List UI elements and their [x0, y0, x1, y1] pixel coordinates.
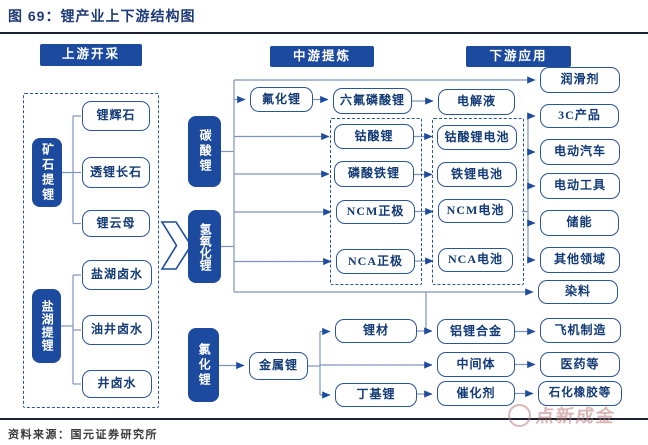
watermark-text: 点新成金 [534, 406, 617, 426]
node-catalyst: 催化剂 [437, 381, 515, 406]
node-lfp: 磷酸铁锂 [334, 161, 414, 187]
node-spodumene: 锂辉石 [82, 101, 150, 131]
node-butyllithium: 丁基锂 [335, 383, 417, 407]
node-power-tools: 电动工具 [540, 173, 620, 199]
node-intermediate: 中间体 [437, 352, 515, 377]
upstream-group-frame [23, 93, 159, 408]
node-lithium-chloride: 氯化锂 [188, 328, 219, 402]
node-nca-battery: NCA电池 [438, 248, 513, 272]
node-petrochemical-rubber: 石化橡胶等 [538, 381, 622, 406]
watermark: 点新成金 [508, 402, 617, 428]
node-dye: 染料 [538, 280, 618, 304]
header-upstream: 上游开采 [40, 44, 142, 66]
node-lco: 钴酸锂 [334, 124, 414, 149]
node-nca-cathode: NCA正极 [336, 249, 415, 274]
node-salt-lake-brine: 盐湖卤水 [82, 260, 152, 290]
node-brine-extraction: 盐湖提锂 [32, 289, 61, 363]
node-energy-storage: 储能 [540, 210, 619, 236]
node-lithium-carbonate: 碳酸锂 [188, 116, 221, 187]
node-3c-products: 3C产品 [540, 104, 619, 128]
source-note: 资料来源：国元证券研究所 [8, 429, 158, 441]
node-lco-battery: 钴酸锂电池 [437, 125, 517, 150]
node-ore-extraction: 矿石提锂 [32, 138, 62, 207]
node-oil-well-brine: 油井卤水 [82, 315, 152, 345]
node-other-fields: 其他领域 [540, 247, 620, 273]
node-ev: 电动汽车 [540, 139, 620, 165]
top-rule [0, 32, 648, 34]
figure-title: 图 69：锂产业上下游结构图 [8, 8, 196, 24]
node-aircraft: 飞机制造 [540, 318, 621, 343]
node-ncm-battery: NCM电池 [438, 199, 513, 223]
node-petalite: 透锂长石 [82, 157, 150, 188]
node-lithium-fluoride: 氟化锂 [250, 87, 313, 112]
node-lithium-hydroxide: 氢氧化锂 [188, 210, 221, 283]
node-pharma: 医药等 [540, 352, 620, 377]
header-downstream: 下游应用 [466, 46, 571, 67]
cathode-group-frame [330, 118, 422, 285]
node-lepidolite: 锂云母 [82, 210, 150, 237]
node-electrolyte: 电解液 [438, 89, 515, 115]
node-well-brine: 井卤水 [82, 370, 152, 398]
header-midstream: 中游提炼 [270, 46, 374, 67]
node-al-li-alloy: 铝锂合金 [437, 319, 515, 344]
battery-group-frame [432, 118, 524, 285]
node-ncm-cathode: NCM正极 [336, 200, 415, 224]
node-lithium-material: 锂材 [335, 319, 417, 343]
watermark-logo-icon [508, 403, 531, 427]
node-lipf6: 六氟磷酸锂 [333, 88, 412, 114]
node-lubricant: 润滑剂 [540, 67, 620, 93]
upstream-to-midstream-arrow-icon [160, 221, 192, 270]
node-lithium-metal: 金属锂 [249, 352, 308, 380]
bottom-rule [0, 418, 648, 420]
node-lfp-battery: 铁锂电池 [437, 162, 517, 187]
